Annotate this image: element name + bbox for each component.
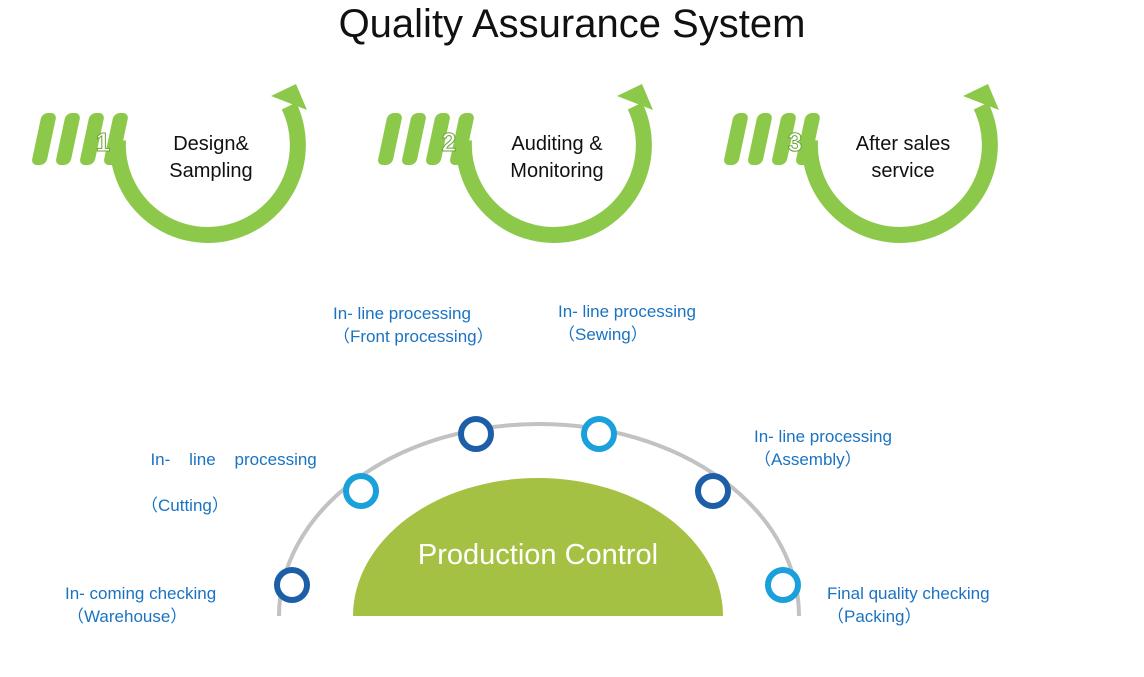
cycle-arrow-icon [455,102,652,243]
stage-label-packing: Final quality checking （Packing） [827,582,990,628]
finger-stripes-icon [724,113,820,165]
step-2-number: 2 [442,127,456,157]
step-1-number: 1 [96,127,110,157]
stage-label-line2: （Warehouse） [67,607,188,626]
diagram-title: Quality Assurance System [338,2,806,46]
step-2-label: Auditing & Monitoring [482,131,632,185]
stage-label-line1: In- line processing [754,427,892,446]
stage-node-packing [765,567,801,603]
cycle-arrow-icon [109,102,306,243]
stage-label-cutting: In- line processing （Cutting） [141,425,317,540]
step-3-cycle: 3 [724,84,999,243]
step-3-number: 3 [788,127,802,157]
step-1-cycle: 1 [32,84,307,243]
stage-label-assembly: In- line processing （Assembly） [754,425,892,471]
step-2-label-line2: Monitoring [510,160,604,182]
stage-label-line1: In- line processing [558,302,696,321]
stage-label-line2: （Cutting） [141,496,229,515]
step-2-label-line1: Auditing & [511,133,603,155]
step-3-label-line1: After sales [855,133,951,155]
finger-stripes-icon [32,113,128,165]
stage-label-line2: （Assembly） [754,450,862,469]
stage-node-front-processing [458,416,494,452]
stage-label-line2: （Sewing） [558,325,648,344]
step-3-label-line2: service [871,160,935,182]
stage-node-warehouse [274,567,310,603]
step-1-label-line2: Sampling [169,160,253,182]
stage-label-line1: Final quality checking [827,584,990,603]
cycle-arrow-icon [801,102,998,243]
process-arc [277,422,801,617]
arrowhead-icon [617,84,653,110]
stage-label-warehouse: In- coming checking （Warehouse） [65,582,216,628]
arrowhead-icon [271,84,307,110]
stage-label-line1: In- line processing [333,304,471,323]
stage-label-front-processing: In- line processing （Front processing） [333,302,494,348]
stage-label-line2: （Front processing） [333,327,494,346]
step-3-label: After sales service [828,131,978,185]
finger-stripes-icon [378,113,474,165]
arrowhead-icon [963,84,999,110]
stage-label-sewing: In- line processing （Sewing） [558,300,696,346]
step-2-cycle: 2 [378,84,653,243]
production-control-dome [353,478,723,616]
step-1-label-line1: Design& [173,133,249,155]
stage-node-assembly [695,473,731,509]
production-control-label: Production Control [417,539,659,571]
step-1-label: Design& Sampling [136,131,286,185]
stage-label-line1: In- coming checking [65,584,217,603]
stage-node-sewing [581,416,617,452]
stage-label-line1: In- line processing [150,450,317,469]
stage-node-cutting [343,473,379,509]
stage-label-line2: （Packing） [827,607,922,626]
